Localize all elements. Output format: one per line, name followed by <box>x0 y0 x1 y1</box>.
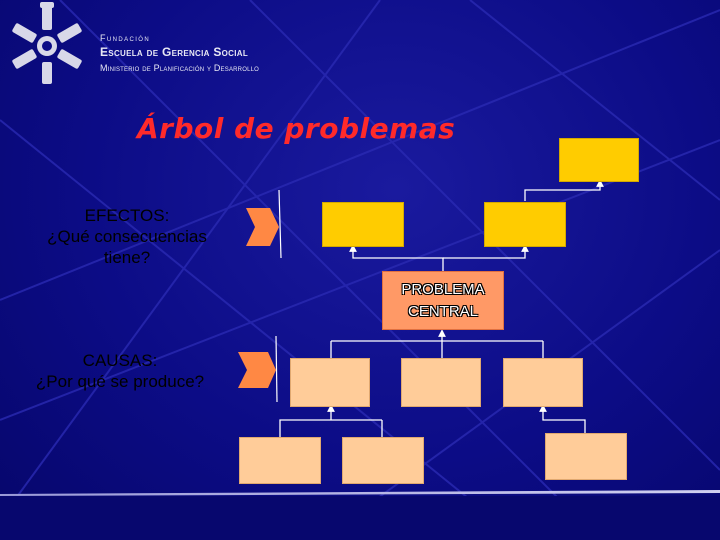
causas-line-2: ¿Por qué se produce? <box>35 372 205 391</box>
efectos-line-3: tiene? <box>103 248 151 267</box>
problem-line-1: PROBLEMA <box>401 281 485 298</box>
efectos-line-1: EFECTOS: <box>84 206 170 225</box>
connector-effects-top <box>524 179 604 201</box>
causas-line-1: CAUSAS: <box>82 351 158 370</box>
connector-subcauses-left <box>279 419 382 437</box>
subcause-box-1 <box>239 437 321 484</box>
connector-problem-to-effects <box>349 244 444 271</box>
effect-arrow-icon <box>246 189 282 259</box>
org-line-foundation: Fundación <box>100 33 151 43</box>
effect-box-top <box>559 138 639 182</box>
efectos-label: EFECTOS: ¿Qué consecuencias tiene? <box>18 205 236 268</box>
central-problem-box: PROBLEMA CENTRAL <box>382 271 504 330</box>
problem-line-2: CENTRAL <box>407 303 478 320</box>
cause-arrow-icon <box>238 335 278 403</box>
effect-box-right <box>484 202 566 247</box>
causas-label: CAUSAS: ¿Por qué se produce? <box>2 350 238 392</box>
cause-box-middle <box>401 358 481 407</box>
cause-box-left <box>290 358 370 407</box>
connector-problem-to-effect-right <box>443 244 529 259</box>
subcause-box-2 <box>342 437 424 484</box>
connector-subcause-right <box>539 404 586 433</box>
subcause-box-3 <box>545 433 627 480</box>
org-line-school: Escuela de Gerencia Social <box>100 45 249 59</box>
cause-box-right <box>503 358 583 407</box>
foundation-logo <box>12 2 82 84</box>
footer-band <box>0 490 720 540</box>
org-line-ministry: Ministerio de Planificación y Desarrollo <box>100 63 260 73</box>
efectos-line-2: ¿Qué consecuencias <box>47 227 207 246</box>
effect-box-left <box>322 202 404 247</box>
slide-title: Árbol de problemas <box>137 112 456 145</box>
